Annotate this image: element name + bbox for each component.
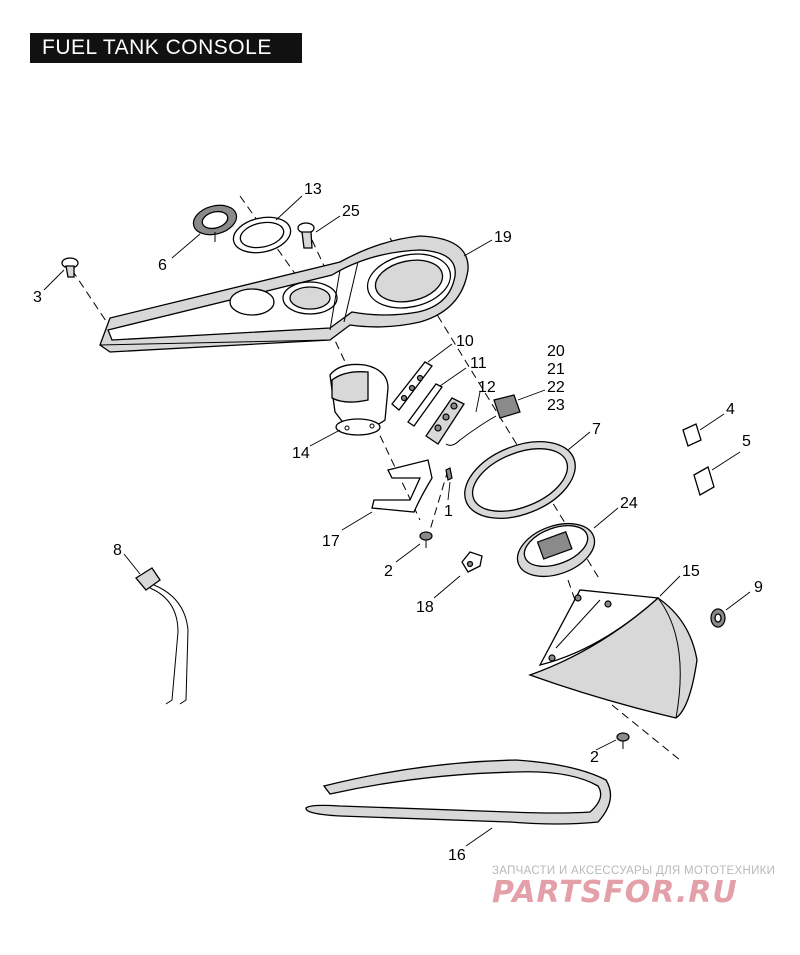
part-7-bezel-ring: [464, 441, 576, 519]
part-5-clip: [693, 466, 715, 496]
part-9-grommet: [710, 608, 726, 628]
part-4-clip: [682, 423, 702, 447]
part-8-bulb-socket: [135, 567, 189, 705]
callout-2-lower: 2: [590, 749, 599, 766]
callout-9: 9: [754, 579, 763, 596]
callout-numbers: 13 25 19 6 3 10 11 12 20 21 22 23 14 7 4…: [33, 181, 763, 864]
callout-15: 15: [682, 563, 700, 580]
callout-10: 10: [456, 333, 474, 350]
part-19-console-housing: [99, 235, 469, 353]
callout-16: 16: [448, 847, 466, 864]
callout-12: 12: [478, 379, 496, 396]
part-16-trim-strip: [305, 759, 612, 825]
callout-21: 21: [547, 361, 565, 378]
callout-3: 3: [33, 289, 42, 306]
watermark-logo: PARTSFOR.RU: [492, 875, 738, 910]
callout-20: 20: [547, 343, 565, 360]
callout-7: 7: [592, 421, 601, 438]
callout-13: 13: [304, 181, 322, 198]
part-10-indicator-strip: [391, 361, 433, 411]
callout-23: 23: [547, 397, 565, 414]
callout-leaders: [43, 195, 751, 847]
part-25-screw: [297, 222, 315, 249]
watermark-tagline: ЗАПЧАСТИ И АКСЕССУАРЫ ДЛЯ МОТОТЕХНИКИ: [492, 865, 775, 877]
callout-25: 25: [342, 203, 360, 220]
callout-4: 4: [726, 401, 735, 418]
callout-17: 17: [322, 533, 340, 550]
callout-19: 19: [494, 229, 512, 246]
callout-8: 8: [113, 542, 122, 559]
part-2-screw-upper: [419, 531, 433, 548]
part-3-screw: [61, 257, 79, 278]
callout-24: 24: [620, 495, 638, 512]
part-18-mount: [461, 551, 483, 573]
part-20-23-connector: [445, 394, 521, 446]
part-11-lens-strip: [407, 383, 443, 427]
part-13-gasket-ring: [232, 216, 292, 254]
callout-22: 22: [547, 379, 565, 396]
part-17-bracket: [371, 459, 433, 513]
callout-18: 18: [416, 599, 434, 616]
part-24-display-unit: [516, 522, 596, 578]
part-14-instrument-module: [329, 363, 389, 436]
callout-1: 1: [444, 503, 453, 520]
watermark: ЗАПЧАСТИ И АКСЕССУАРЫ ДЛЯ МОТОТЕХНИКИ PA…: [492, 865, 775, 910]
part-15-lower-housing: [528, 589, 698, 719]
callout-14: 14: [292, 445, 310, 462]
callout-2-upper: 2: [384, 563, 393, 580]
part-12-indicator-block: [425, 397, 465, 445]
part-1-screw: [445, 467, 453, 481]
diagram-title: FUEL TANK CONSOLE: [30, 33, 302, 63]
callout-11: 11: [470, 355, 487, 372]
part-2-screw-lower: [616, 732, 630, 749]
part-6-fuel-gauge: [192, 204, 238, 242]
callout-5: 5: [742, 433, 751, 450]
callout-6: 6: [158, 257, 167, 274]
